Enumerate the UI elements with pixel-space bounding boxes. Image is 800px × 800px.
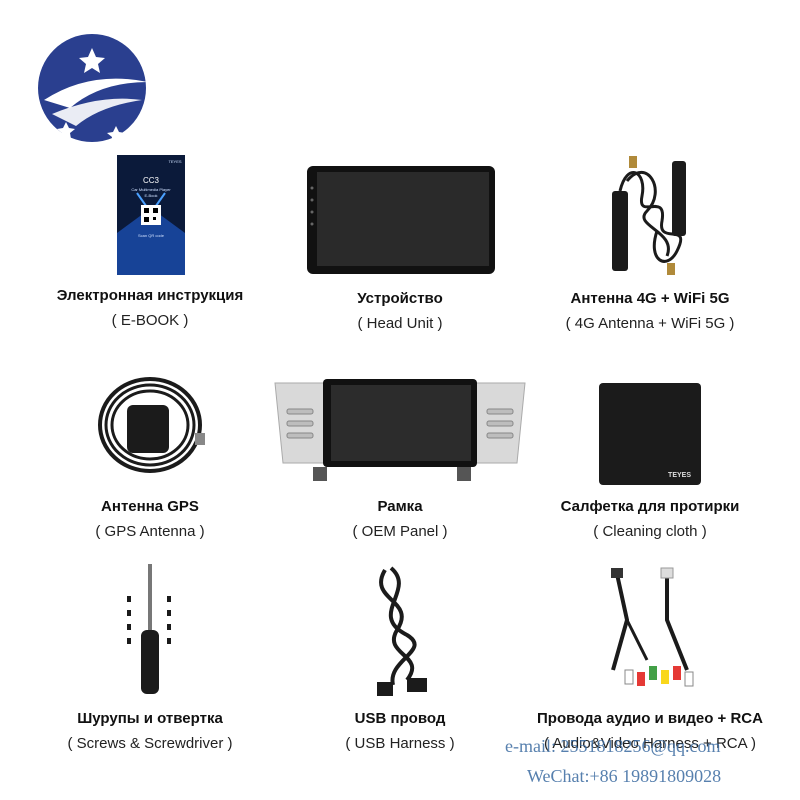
brand-logo-icon [38,34,148,143]
item-audio-video-harness: Провода аудио и видео + RCA ( Audio&Vide… [517,560,783,760]
ebook-brand: TEYES [168,159,181,164]
usb-cable-icon [377,566,427,696]
item-title: Салфетка для протирки [560,498,740,515]
item-subtitle: ( GPS Antenna ) [95,523,205,540]
item-ebook: CC3 Car Multimedia Player E-Book Scan QR… [17,140,283,340]
item-subtitle: ( Screws & Screwdriver ) [67,735,233,752]
ebook-scan-text: Scan QR code [138,233,165,238]
item-title: Антенна GPS [101,498,199,515]
item-subtitle: ( USB Harness ) [345,735,455,752]
item-oem-panel: Рамка ( OEM Panel ) [267,360,533,560]
ebook-line1: Car Multimedia Player [131,187,171,192]
item-screws-screwdriver: Шурупы и отвертка ( Screws & Screwdriver… [17,560,283,760]
item-title: Провода аудио и видео + RCA [537,710,763,727]
head-unit-icon [307,166,495,274]
item-4g-wifi-antenna: Антенна 4G + WiFi 5G ( 4G Antenna + WiFi… [517,140,783,340]
ebook-card-icon: CC3 Car Multimedia Player E-Book Scan QR… [117,155,185,275]
item-title: Устройство [357,290,443,307]
item-title: Электронная инструкция [56,287,244,304]
watermark-wechat: WeChat:+86 19891809028 [527,766,722,786]
item-usb-harness: USB провод ( USB Harness ) [267,560,533,760]
item-gps-antenna: Антенна GPS ( GPS Antenna ) [17,360,283,560]
item-title: USB провод [354,710,446,727]
item-subtitle: ( Cleaning cloth ) [593,523,707,540]
package-contents-grid: CC3 Car Multimedia Player E-Book Scan QR… [0,140,800,780]
antenna-cable-icon [612,156,686,275]
item-subtitle: ( OEM Panel ) [352,523,448,540]
ebook-line2: E-Book [144,193,157,198]
item-title: Шурупы и отвертка [77,710,223,727]
item-subtitle: ( 4G Antenna + WiFi 5G ) [565,315,735,332]
item-subtitle: ( Audio&Video Harness + RCA ) [544,735,756,752]
cloth-brand: TEYES [668,472,691,479]
av-harness-icon [611,567,694,687]
gps-antenna-icon [98,377,205,473]
item-title: Рамка [377,498,423,515]
cleaning-cloth-icon: TEYES [599,383,701,485]
ebook-title: CC3 [143,176,160,185]
oem-panel-icon [274,379,526,481]
item-head-unit: Устройство ( Head Unit ) [267,140,533,340]
item-subtitle: ( Head Unit ) [357,315,443,332]
screwdriver-icon [127,564,171,694]
item-title: Антенна 4G + WiFi 5G [570,290,730,307]
watermark-email: e-mail: 2551818256@qq.com [505,736,721,756]
item-cleaning-cloth: TEYES Салфетка для протирки ( Cleaning c… [517,360,783,560]
item-subtitle: ( E-BOOK ) [111,312,189,329]
